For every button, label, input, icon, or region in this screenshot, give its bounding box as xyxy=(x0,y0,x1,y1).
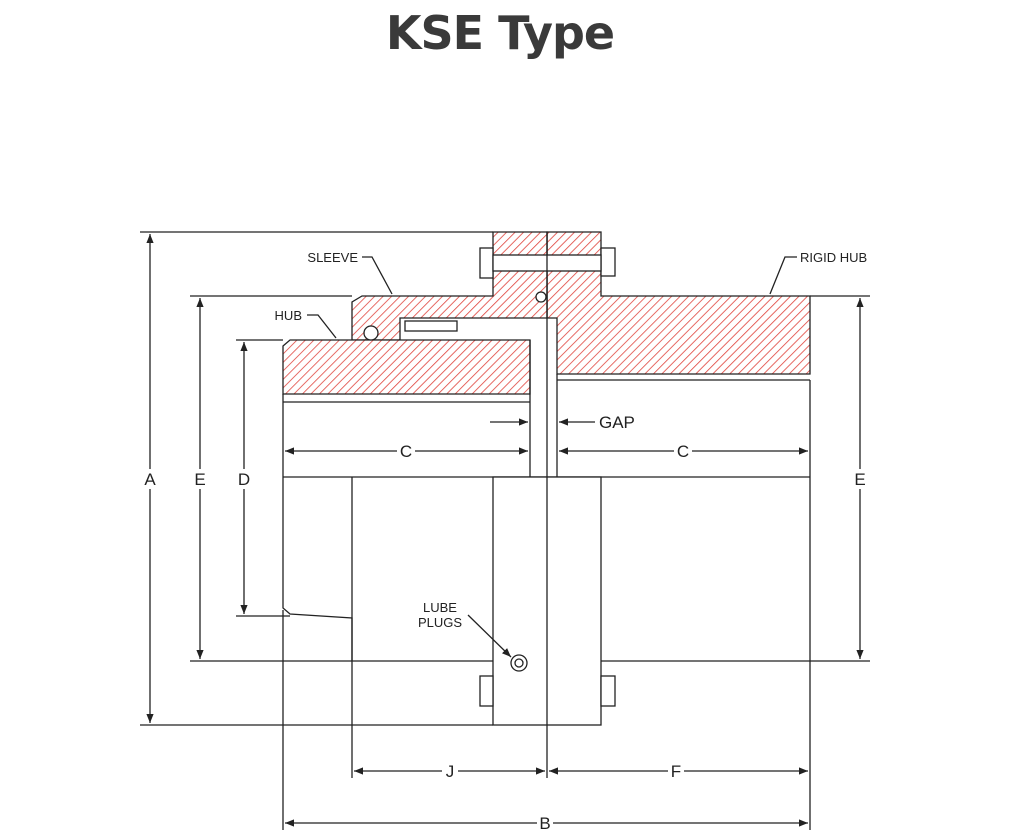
bolt-nut-top-right xyxy=(600,247,616,277)
seal-ring-right xyxy=(535,291,547,303)
label-lube-plugs-line2: PLUGS xyxy=(418,615,462,630)
dim-label-c-left: C xyxy=(400,442,412,461)
hub-section xyxy=(282,339,531,395)
dim-label-d: D xyxy=(238,470,250,489)
dim-label-a: A xyxy=(144,470,156,489)
lube-plug xyxy=(510,654,528,672)
dim-label-f: F xyxy=(671,762,681,781)
bolt-nut-bottom-right xyxy=(600,675,616,707)
label-hub: HUB xyxy=(275,308,302,323)
gear-teeth xyxy=(404,320,458,332)
leader-rigid-hub xyxy=(769,256,797,295)
bolt-head-bottom-left xyxy=(479,675,494,707)
hub-lower-outline xyxy=(282,394,493,662)
seal-ring-left xyxy=(363,325,379,341)
dim-label-b: B xyxy=(539,814,550,833)
label-lube-plugs-line1: LUBE xyxy=(423,600,457,615)
leader-sleeve xyxy=(362,256,393,295)
page-title: KSE Type xyxy=(385,6,615,60)
label-rigid-hub: RIGID HUB xyxy=(800,250,867,265)
dim-label-e-right: E xyxy=(854,470,865,489)
dim-label-j: J xyxy=(446,762,455,781)
bolt-head-top-left xyxy=(479,247,494,279)
label-sleeve: SLEEVE xyxy=(307,250,358,265)
rigid-hub-section xyxy=(546,231,811,375)
dim-label-c-right: C xyxy=(677,442,689,461)
dim-label-e-left: E xyxy=(194,470,205,489)
label-gap: GAP xyxy=(599,413,635,432)
leader-hub xyxy=(307,314,337,339)
